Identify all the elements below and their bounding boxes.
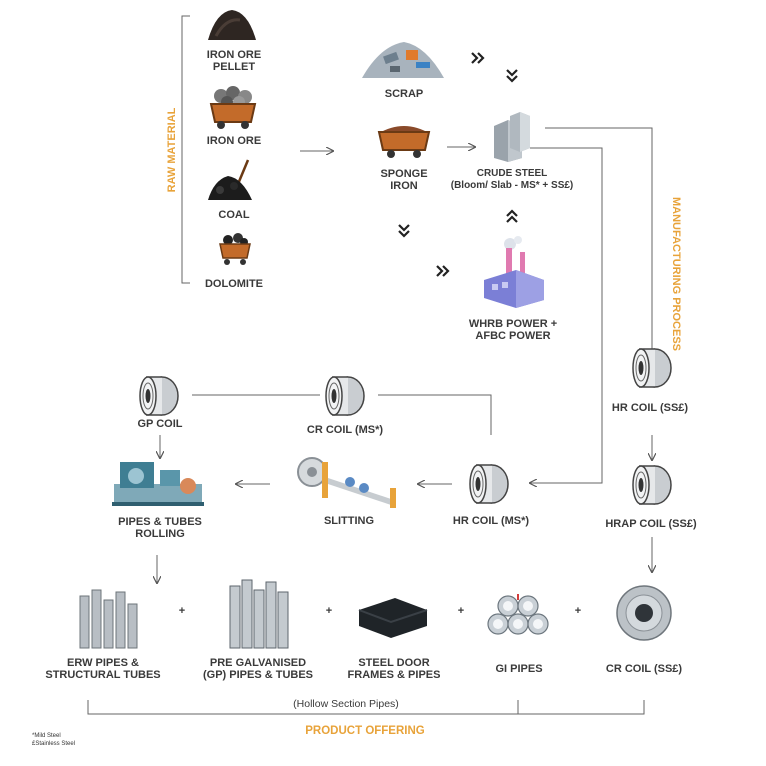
hr-coil-ms-icon — [468, 462, 510, 511]
chevron-right-icon — [471, 52, 485, 64]
product-offering-title: PRODUCT OFFERING — [305, 725, 425, 737]
power-plant-icon — [484, 236, 544, 308]
coal-label: COAL — [218, 209, 250, 221]
cr-coil-ms-icon — [324, 374, 366, 423]
pipe-rolling-machine-icon — [112, 462, 204, 506]
hr-coil-ss-icon — [631, 346, 673, 395]
footnote-mild-steel: *Mild Steel — [32, 733, 61, 739]
erw-pipes-icon — [79, 589, 138, 649]
slitting-machine-icon — [297, 457, 396, 508]
scrap-icon — [362, 42, 444, 78]
sponge-iron-cart-icon — [377, 126, 431, 158]
dolomite-label: DOLOMITE — [204, 278, 264, 290]
footnotes: *Mild Steel £Stainless Steel — [32, 732, 75, 748]
line-crude-to-hrss — [545, 127, 653, 350]
iron-ore-label: IRON ORE — [206, 135, 262, 147]
raw-material-title: RAW MATERIAL — [166, 107, 178, 193]
chevrons — [398, 52, 518, 277]
crude-steel-icon — [494, 112, 530, 162]
gi-pipes-icon — [487, 594, 549, 635]
chevron-down-icon — [506, 69, 518, 83]
footnote-stainless-steel: £Stainless Steel — [32, 741, 76, 747]
product-gi-label: GI PIPES — [495, 663, 543, 675]
hr-coil-ms-label: HR COIL (MS*) — [452, 515, 530, 527]
coal-icon — [208, 159, 252, 200]
raw-material-bracket — [181, 15, 190, 284]
hollow-section-label: (Hollow Section Pipes) — [293, 698, 399, 710]
plus-sign: + — [574, 605, 582, 617]
product-bracket — [87, 700, 645, 715]
chevron-up-icon — [506, 209, 518, 223]
cr-coil-ms-label: CR COIL (MS*) — [306, 424, 384, 436]
manufacturing-process-title: MANUFACTURING PROCESS — [670, 196, 682, 352]
plus-sign: + — [457, 605, 465, 617]
line-hrms-to-crms — [378, 394, 492, 435]
slitting-label: SLITTING — [323, 515, 375, 527]
iron-ore-cart-icon — [209, 86, 257, 129]
hrap-coil-ss-icon — [631, 463, 673, 512]
crude-steel-label: CRUDE STEEL(Bloom/ Slab - MS* + SS£) — [450, 168, 574, 191]
power-label: WHRB POWER +AFBC POWER — [468, 318, 558, 342]
gp-pipes-icon — [229, 579, 289, 649]
cr-coil-ss-icon — [616, 585, 672, 641]
product-erw-label: ERW PIPES &STRUCTURAL TUBES — [45, 657, 161, 681]
chevron-right-icon — [436, 265, 450, 277]
steel-door-frame-icon — [358, 598, 428, 638]
gp-coil-label: GP COIL — [137, 418, 183, 430]
hrap-coil-ss-label: HRAP COIL (SS£) — [605, 518, 697, 530]
hr-coil-ss-label: HR COIL (SS£) — [611, 402, 689, 414]
line-crude-to-hrms — [530, 147, 603, 483]
iron-ore-pellet-icon — [208, 10, 256, 40]
scrap-label: SCRAP — [384, 88, 424, 100]
gp-coil-icon — [138, 374, 180, 423]
dolomite-cart-icon — [219, 233, 251, 265]
plus-sign: + — [325, 605, 333, 617]
product-gp-label: PRE GALVANISED(GP) PIPES & TUBES — [202, 657, 314, 681]
plus-sign: + — [178, 605, 186, 617]
chevron-down-icon — [398, 224, 410, 238]
product-cr-ss-label: CR COIL (SS£) — [605, 663, 683, 675]
